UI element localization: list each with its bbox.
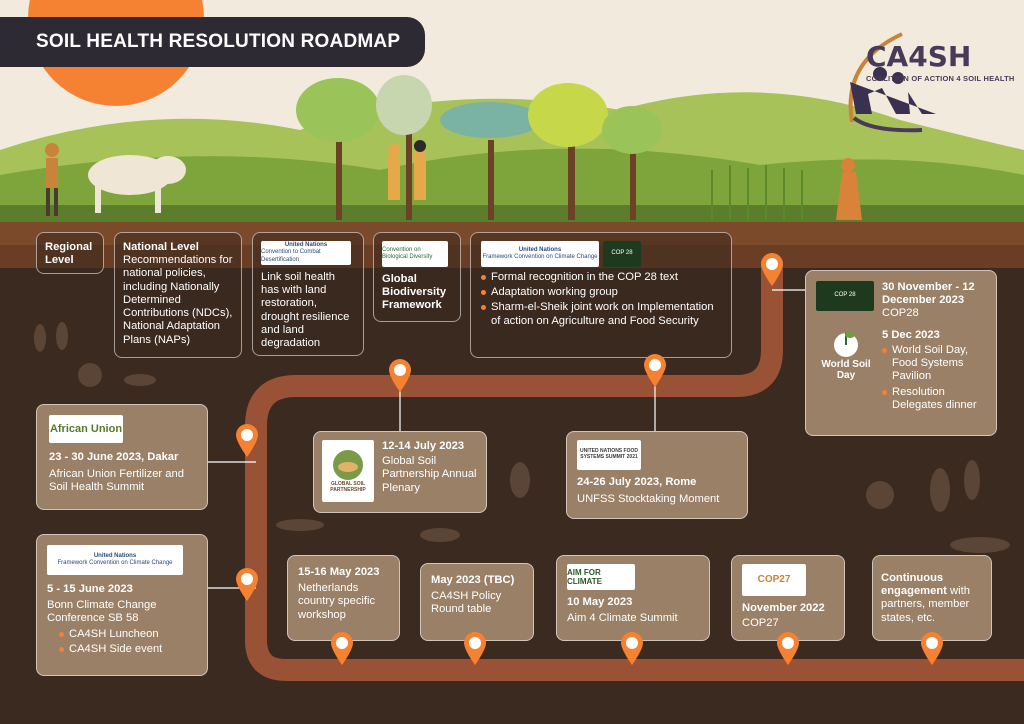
- farmer-left: [45, 143, 59, 216]
- cbd-logo: Convention on Biological Diversity: [382, 241, 448, 267]
- regional-level-box: Regional Level: [36, 232, 104, 274]
- trees: [336, 110, 636, 220]
- national-level-title: National Level: [123, 241, 199, 253]
- unfss-date: 24-26 July 2023, Rome: [577, 476, 697, 488]
- unccd-logo: United Nations Convention to Combat Dese…: [261, 241, 351, 265]
- map-pin-icon: [761, 253, 783, 286]
- netherlands-date: 15-16 May 2023: [298, 566, 380, 578]
- gsp-date: 12-14 July 2023: [382, 440, 465, 452]
- aim-climate-box: AIM FOR CLIMATE 10 May 2023 Aim 4 Climat…: [556, 555, 710, 641]
- cop27-logo: COP27: [742, 564, 806, 596]
- world-soil-day-logo: World Soil Day: [816, 329, 876, 412]
- logo-subtitle: COALITION OF ACTION 4 SOIL HEALTH: [866, 74, 1015, 83]
- list-item: Resolution Delegates dinner: [882, 386, 986, 412]
- unfccc-logo-bonn: United Nations Framework Convention on C…: [47, 545, 183, 575]
- unfccc-top-box: United Nations Framework Convention on C…: [470, 232, 732, 358]
- map-pin-icon: [777, 632, 799, 665]
- continuous-text: with partners, member states, etc.: [881, 585, 970, 624]
- unfss-logo: UNITED NATIONS FOOD SYSTEMS SUMMIT 2021: [577, 440, 641, 470]
- list-item: CA4SH Luncheon: [47, 628, 197, 641]
- cop28-box: COP 28 30 November - 12 December 2023 CO…: [805, 270, 997, 436]
- bonn-text: Bonn Climate Change Conference SB 58: [47, 599, 157, 625]
- unfss-box: UNITED NATIONS FOOD SYSTEMS SUMMIT 2021 …: [566, 431, 748, 519]
- title-bar: SOIL HEALTH RESOLUTION ROADMAP: [0, 17, 425, 67]
- list-item: Sharm-el-Sheik joint work on Implementat…: [481, 301, 721, 327]
- african-union-box: African Union 23 - 30 June 2023, Dakar A…: [36, 404, 208, 510]
- roadmap-road: [245, 254, 1024, 681]
- unfss-text: UNFSS Stocktaking Moment: [577, 493, 720, 506]
- cop28-name: COP28: [882, 307, 919, 320]
- maize-plants: [711, 165, 803, 220]
- policy-date: May 2023 (TBC): [431, 574, 515, 586]
- globe-icon: [834, 331, 858, 357]
- cop27-text: COP27: [742, 617, 779, 630]
- regional-level-label: Regional Level: [45, 241, 93, 267]
- map-pin-icon: [621, 632, 643, 665]
- bonn-box: United Nations Framework Convention on C…: [36, 534, 208, 676]
- couple: [388, 140, 426, 200]
- map-pin-icon: [464, 632, 486, 665]
- unccd-box: United Nations Convention to Combat Dese…: [252, 232, 364, 356]
- national-level-box: National Level Recommendations for natio…: [114, 232, 242, 358]
- au-text: African Union Fertilizer and Soil Health…: [49, 468, 184, 494]
- map-pin-icon: [389, 359, 411, 392]
- map-pin-icon: [644, 354, 666, 387]
- continuous-bold: Continuous engagement: [881, 572, 947, 598]
- continuous-engagement-box: Continuous engagement with partners, mem…: [872, 555, 992, 641]
- african-union-logo: African Union: [49, 415, 123, 443]
- cop28-logo: COP 28: [816, 281, 874, 311]
- aim-text: Aim 4 Climate Summit: [567, 612, 678, 625]
- unccd-text: Link soil health has with land restorati…: [261, 271, 350, 350]
- cop28-date2: 5 Dec 2023: [882, 328, 940, 341]
- gsp-logo: GLOBAL SOIL PARTNERSHIP: [322, 440, 374, 502]
- farmer-right: [836, 158, 862, 220]
- ca4sh-logo-icon: [848, 32, 936, 133]
- gsp-box: GLOBAL SOIL PARTNERSHIP 12-14 July 2023 …: [313, 431, 487, 513]
- au-date: 23 - 30 June 2023, Dakar: [49, 451, 179, 463]
- cop28-date: 30 November - 12 December 2023: [882, 281, 975, 307]
- netherlands-text: Netherlands country specific workshop: [298, 582, 376, 621]
- list-item: World Soil Day, Food Systems Pavilion: [882, 344, 986, 384]
- cbd-title: Global Biodiversity Framework: [382, 273, 447, 312]
- aim-date: 10 May 2023: [567, 596, 633, 608]
- policy-text: CA4SH Policy Round table: [431, 590, 502, 616]
- policy-roundtable-box: May 2023 (TBC) CA4SH Policy Round table: [420, 563, 534, 641]
- national-level-text: Recommendations for national policies, i…: [123, 254, 233, 346]
- bonn-date: 5 - 15 June 2023: [47, 583, 133, 595]
- oxen: [88, 155, 186, 213]
- netherlands-box: 15-16 May 2023 Netherlands country speci…: [287, 555, 400, 641]
- list-item: Formal recognition in the COP 28 text: [481, 271, 721, 284]
- aim-climate-logo: AIM FOR CLIMATE: [567, 564, 635, 590]
- cop28-logo-small: COP 28: [603, 241, 641, 267]
- map-pin-icon: [236, 424, 258, 457]
- map-pin-icon: [236, 568, 258, 601]
- unfccc-logo: United Nations Framework Convention on C…: [481, 241, 599, 267]
- page-title: SOIL HEALTH RESOLUTION ROADMAP: [36, 31, 401, 52]
- cbd-box: Convention on Biological Diversity Globa…: [373, 232, 461, 322]
- handshake-icon: [333, 450, 363, 481]
- map-pin-icon: [921, 632, 943, 665]
- logo-wordmark: CA4SH: [866, 40, 972, 73]
- cop27-box: COP27 November 2022 COP27: [731, 555, 845, 641]
- list-item: CA4SH Side event: [47, 643, 197, 656]
- soil-critters: [34, 322, 1010, 553]
- list-item: Adaptation working group: [481, 286, 721, 299]
- cop27-date: November 2022: [742, 602, 825, 614]
- gsp-text: Global Soil Partnership Annual Plenary: [382, 455, 477, 494]
- map-pin-icon: [331, 632, 353, 665]
